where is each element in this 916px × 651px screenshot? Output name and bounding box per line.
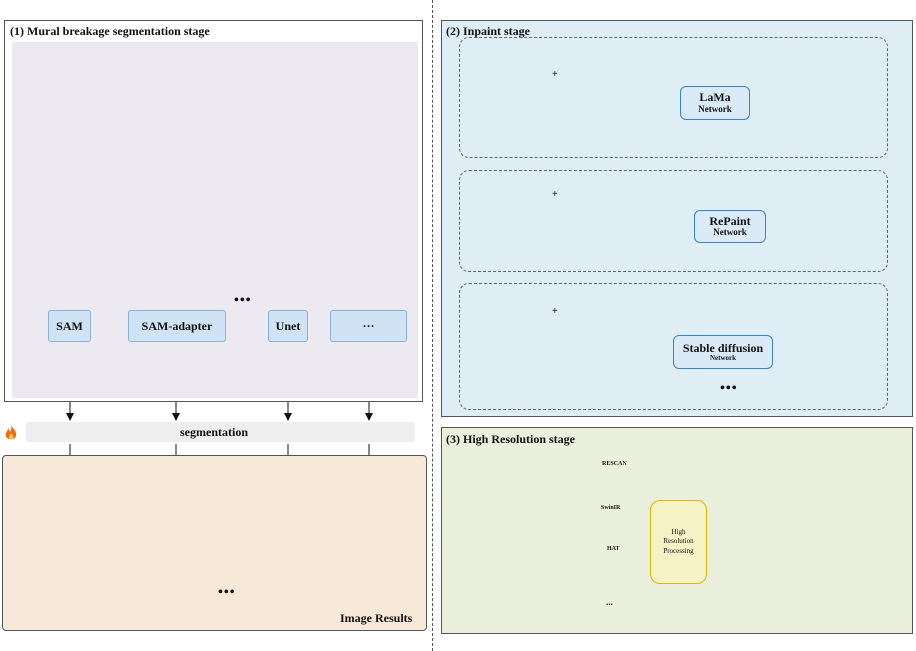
model-sam: SAM: [48, 310, 91, 342]
model-more: ···: [330, 310, 407, 342]
repaint-sub: Network: [713, 227, 747, 238]
models-ellipsis: •••: [234, 293, 252, 308]
segmentation-bar: [26, 422, 415, 442]
method-rescan: RESCAN: [602, 461, 627, 467]
inpaint-row-repaint: [459, 170, 888, 272]
stage3-title: (3) High Resolution stage: [446, 432, 575, 446]
hr-processing-node: High Resolution Processing: [650, 500, 707, 584]
inpaint-row-sd: [459, 283, 888, 410]
inpaint-row-lama: [459, 37, 888, 158]
results-label: Image Results: [340, 611, 413, 625]
stage-divider: [432, 0, 433, 651]
plus-3: +: [552, 306, 558, 317]
lama-name: LaMa: [699, 90, 731, 105]
repaint-network-node: RePaint Network: [694, 210, 766, 243]
model-sam-adapter: SAM-adapter: [128, 310, 226, 342]
lama-network-node: LaMa Network: [680, 86, 750, 120]
stage2-title: (2) Inpaint stage: [446, 24, 531, 38]
stage1-inner-area: [12, 42, 418, 398]
sd-sub: Network: [709, 353, 737, 362]
stage1-results-panel: [2, 455, 427, 631]
segmentation-label: segmentation: [180, 425, 248, 439]
hr-processing-label: High Resolution Processing: [663, 528, 694, 555]
method-swinir: SwinIR: [601, 505, 621, 511]
method-hat: HAT: [607, 546, 620, 552]
plus-1: +: [552, 69, 558, 80]
lama-sub: Network: [698, 103, 732, 114]
stage1-title: (1) Mural breakage segmentation stage: [10, 24, 210, 38]
results-ellipsis: •••: [218, 585, 236, 600]
inpaint-ellipsis: •••: [720, 381, 738, 396]
model-unet: Unet: [268, 310, 308, 342]
plus-2: +: [552, 189, 558, 200]
sd-name: Stable diffusion: [682, 340, 764, 355]
method-more: ...: [606, 597, 613, 607]
fire-icon: [4, 424, 18, 442]
sd-network-node: Stable diffusion Network: [673, 335, 773, 369]
repaint-name: RePaint: [709, 213, 751, 228]
